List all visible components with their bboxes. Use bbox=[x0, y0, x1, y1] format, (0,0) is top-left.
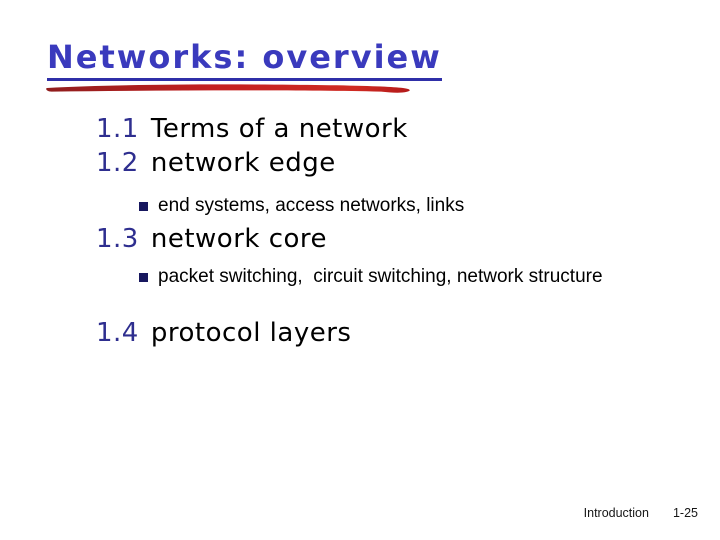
outline-item-text: network edge bbox=[150, 148, 336, 178]
slide-footer: Introduction 1-25 bbox=[584, 506, 698, 520]
slide-title-text: Networks: overview bbox=[47, 38, 442, 81]
square-bullet-icon bbox=[139, 202, 148, 211]
outline-item-text: network core bbox=[150, 224, 328, 254]
footer-page-number: 1-25 bbox=[672, 506, 698, 520]
footer-section-label: Introduction bbox=[583, 506, 649, 520]
sub-bullet-network-core: packet switching, circuit switching, net… bbox=[96, 265, 603, 289]
outline-item-1-4: 1.4 protocol layers bbox=[96, 316, 351, 350]
outline-item-number: 1.3 bbox=[96, 224, 139, 254]
outline-item-1-3: 1.3 network core bbox=[96, 222, 327, 256]
outline-item-number: 1.1 bbox=[96, 114, 139, 144]
square-bullet-icon bbox=[139, 273, 148, 282]
outline-item-text: Terms of a network bbox=[150, 114, 408, 144]
red-underline-swoosh-icon bbox=[46, 84, 410, 93]
sub-bullet-text: end systems, access networks, links bbox=[158, 195, 465, 216]
sub-bullet-network-edge: end systems, access networks, links bbox=[96, 194, 464, 218]
outline-item-1-1: 1.1 Terms of a network bbox=[96, 112, 408, 146]
slide-title: Networks: overview bbox=[47, 38, 442, 81]
outline-item-number: 1.2 bbox=[96, 148, 139, 178]
sub-bullet-text: packet switching, circuit switching, net… bbox=[158, 266, 603, 287]
outline-item-number: 1.4 bbox=[96, 318, 139, 348]
outline-item-1-2: 1.2 network edge bbox=[96, 146, 336, 180]
outline-item-text: protocol layers bbox=[150, 318, 352, 348]
